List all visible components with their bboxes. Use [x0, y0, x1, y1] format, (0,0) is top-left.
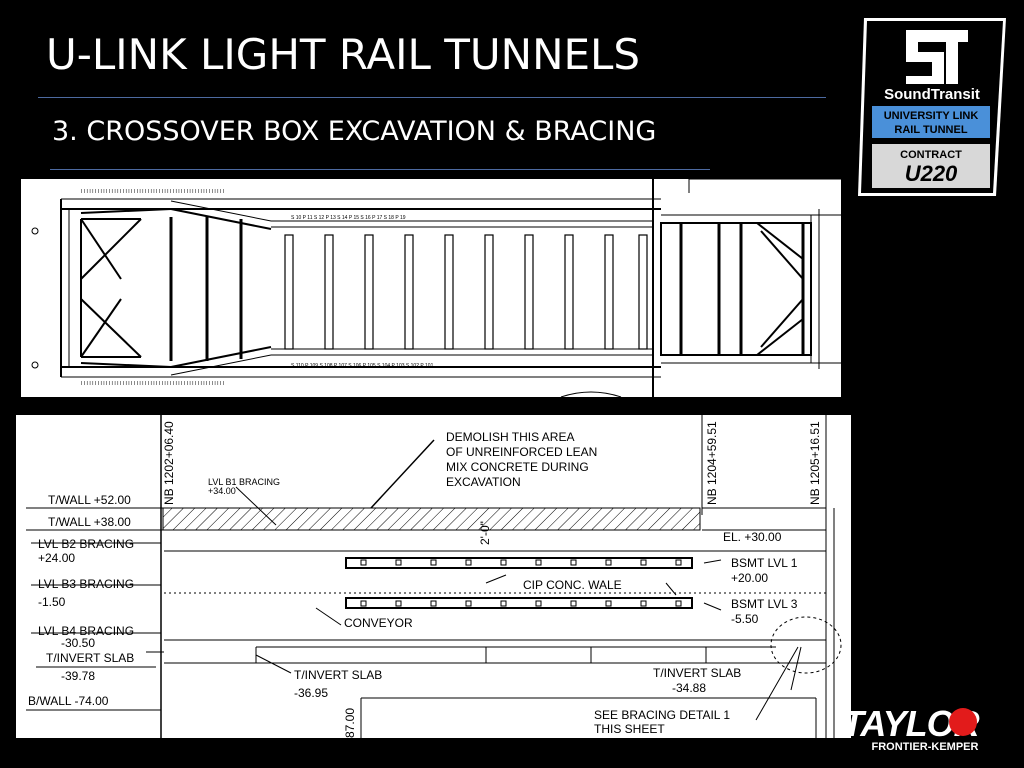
subtitle-divider: [50, 169, 710, 170]
b3-elev: -1.50: [38, 595, 66, 609]
bsmt3: BSMT LVL 3: [731, 597, 798, 611]
title-divider: [38, 97, 826, 98]
conveyor: CONVEYOR: [344, 616, 413, 630]
slide-subtitle: 3. CROSSOVER BOX EXCAVATION & BRACING: [52, 116, 657, 147]
bsmt1-elev: +20.00: [731, 571, 768, 585]
svg-text:S 110 P 109 S 10: S 110 P 109 S 108 P 107 S 106 P 105 S 10…: [291, 363, 434, 369]
b2-label: LVL B2 BRACING: [38, 537, 134, 551]
bsmt3-elev: -5.50: [731, 612, 759, 626]
logo-contract-number: U220: [905, 161, 958, 186]
bsmt1: BSMT LVL 1: [731, 556, 798, 570]
demolish-1: DEMOLISH THIS AREA: [446, 430, 574, 444]
logo-line1: UNIVERSITY LINK: [884, 110, 979, 122]
see-detail-1: SEE BRACING DETAIL 1: [594, 708, 730, 722]
cip-wale: CIP CONC. WALE: [523, 578, 622, 592]
demolish-2: OF UNREINFORCED LEAN: [446, 445, 597, 459]
tinvert-right: T/INVERT SLAB: [653, 666, 741, 680]
svg-text:I I I I I I: I I I I I I I I I I I I I I I I I I I I …: [81, 189, 224, 195]
station-left: NB 1202+06.40: [162, 421, 176, 505]
b4-elev: -30.50: [61, 636, 95, 650]
twall38: T/WALL +38.00: [48, 515, 131, 529]
tinvert-mid: T/INVERT SLAB: [294, 668, 382, 682]
svg-text:S 10 P 11 S: S 10 P 11 S 12 P 13 S 14 P 15 S 16 P 17 …: [291, 215, 406, 221]
section-elevation-drawing: NB 1202+06.40 NB 1204+59.51 NB 1205+16.5…: [16, 415, 851, 738]
logo-contract-label: CONTRACT: [900, 149, 962, 161]
el30: EL. +30.00: [723, 530, 782, 544]
plan-view-drawing: I I I I I I I I I I I I I I I I I I I I …: [21, 179, 841, 397]
demolish-4: EXCAVATION: [446, 475, 521, 489]
svg-text:I I I I I I: I I I I I I I I I I I I I I I I I I I I …: [81, 381, 224, 387]
b1-elev: +34.00: [208, 486, 236, 496]
taylor-red-dot-icon: [949, 708, 977, 736]
taylor-tagline: FRONTIER-KEMPER: [872, 741, 979, 753]
taylor-logo: TAYLOR FRONTIER-KEMPER: [842, 703, 981, 753]
see-detail-2: THIS SHEET: [594, 722, 665, 736]
b3-label: LVL B3 BRACING: [38, 577, 134, 591]
tinvert-left-elev: -39.78: [61, 669, 95, 683]
bottom-partial: 87.00: [343, 708, 357, 738]
tinvert-right-elev: -34.88: [672, 681, 706, 695]
section-svg: NB 1202+06.40 NB 1204+59.51 NB 1205+16.5…: [26, 415, 842, 738]
logo-gray-band: [872, 144, 990, 188]
twall52: T/WALL +52.00: [48, 493, 131, 507]
b4-label: LVL B4 BRACING: [38, 624, 134, 638]
tinvert-mid-elev: -36.95: [294, 686, 328, 700]
station-mid: NB 1204+59.51: [705, 421, 719, 505]
logo-blue-band: [872, 106, 990, 138]
dim-label: 2'-0": [478, 521, 492, 545]
bwall: B/WALL -74.00: [28, 694, 109, 708]
demolish-3: MIX CONCRETE DURING: [446, 460, 589, 474]
station-right: NB 1205+16.51: [808, 421, 822, 505]
sound-transit-logo: SoundTransit UNIVERSITY LINK RAIL TUNNEL…: [858, 18, 1006, 196]
b1-label: LVL B1 BRACING: [208, 477, 280, 487]
logo-line2: RAIL TUNNEL: [894, 124, 967, 136]
b2-elev: +24.00: [38, 551, 75, 565]
plan-view-svg: I I I I I I I I I I I I I I I I I I I I …: [31, 179, 841, 397]
logo-brand: SoundTransit: [884, 86, 980, 103]
sound-transit-emblem-icon: [906, 30, 968, 84]
slide-title: U-LINK LIGHT RAIL TUNNELS: [46, 30, 641, 79]
tinvert-left: T/INVERT SLAB: [46, 651, 134, 665]
